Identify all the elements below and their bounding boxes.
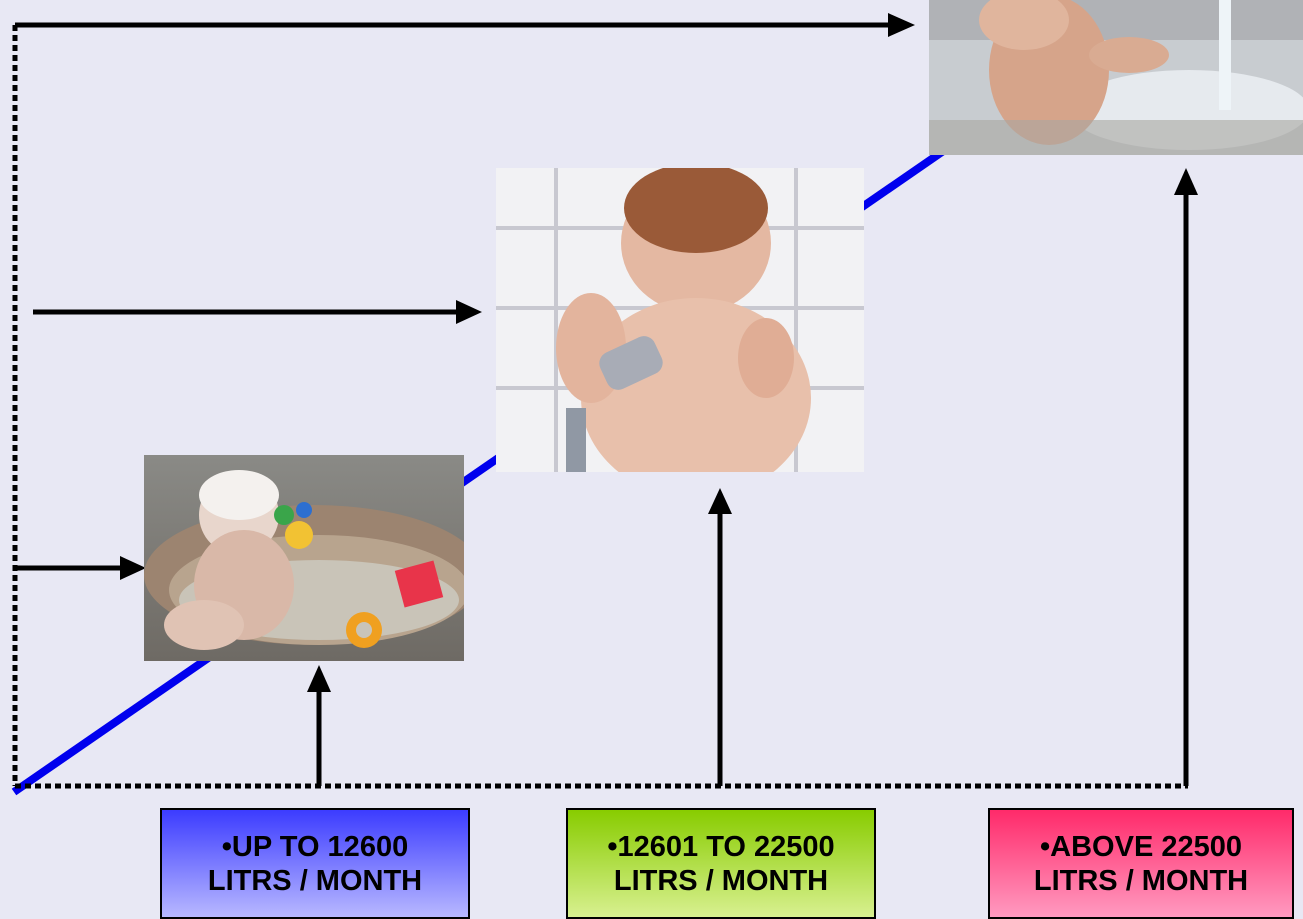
tier-1-label: •UP TO 12600 LITRS / MONTH	[207, 830, 423, 897]
vertical-arrow-tier-1	[307, 665, 331, 786]
tier-3-label: •ABOVE 22500 LITRS / MONTH	[1033, 830, 1249, 897]
baby-shower-photo	[496, 168, 864, 472]
horizontal-arrow-bottom	[15, 556, 146, 580]
tier-2-label: •12601 TO 22500 LITRS / MONTH	[607, 830, 835, 897]
horizontal-arrow-top	[15, 13, 915, 37]
tier-box-12601-to-22500: •12601 TO 22500 LITRS / MONTH	[566, 808, 876, 919]
vertical-arrow-tier-2	[708, 488, 732, 786]
baby-sink-photo	[929, 0, 1303, 155]
tier-box-above-22500: •ABOVE 22500 LITRS / MONTH	[988, 808, 1294, 919]
tier-box-up-to-12600: •UP TO 12600 LITRS / MONTH	[160, 808, 470, 919]
vertical-arrow-tier-3	[1174, 168, 1198, 786]
baby-bathtub-photo	[144, 455, 464, 661]
horizontal-arrow-middle	[33, 300, 482, 324]
